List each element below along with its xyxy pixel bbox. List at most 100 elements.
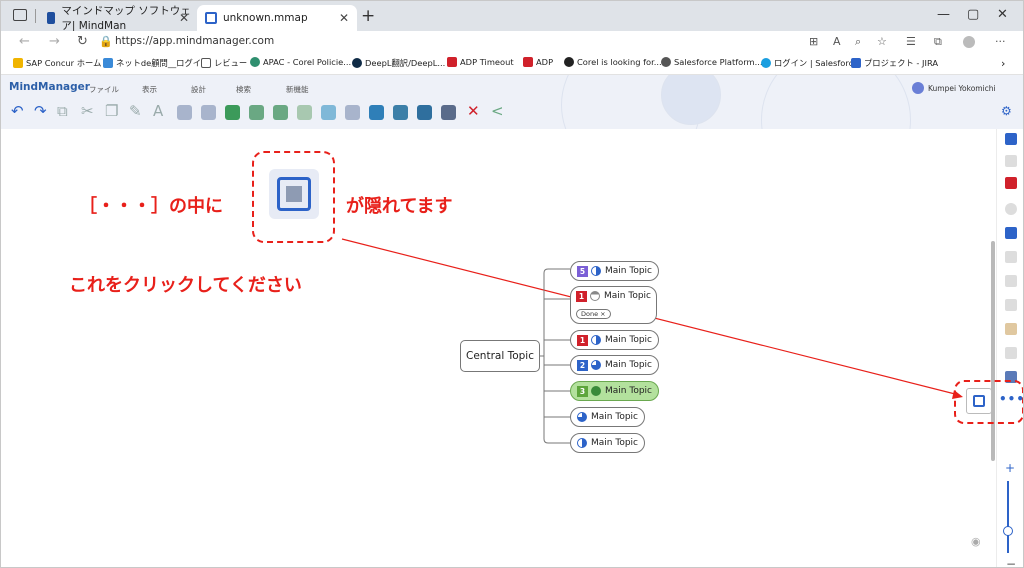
- undo-icon[interactable]: ↶: [11, 102, 24, 120]
- cut-icon[interactable]: ✂: [81, 102, 94, 120]
- attachment-icon[interactable]: [1005, 347, 1017, 359]
- tab-actions-icon[interactable]: [13, 9, 27, 21]
- tag-icon[interactable]: [1005, 227, 1017, 239]
- bookmark-netde[interactable]: ネットde顧問__ログイン: [103, 57, 209, 69]
- bookmark-adp-timeout[interactable]: ADP Timeout: [447, 57, 514, 67]
- settings-more-icon[interactable]: ···: [995, 35, 1006, 48]
- boundary-icon[interactable]: [297, 105, 312, 120]
- zoom-slider-handle[interactable]: [1003, 526, 1013, 536]
- read-aloud-icon[interactable]: A: [833, 35, 841, 48]
- more-options-button[interactable]: •••: [999, 392, 1024, 406]
- main-topic[interactable]: 1 Main Topic: [570, 330, 659, 350]
- delete-icon[interactable]: ✕: [467, 102, 480, 120]
- relationship-icon[interactable]: [273, 105, 288, 120]
- main-topic[interactable]: Main Topic: [570, 433, 645, 453]
- progress-icon[interactable]: [1005, 203, 1017, 215]
- bookmark-jira[interactable]: プロジェクト - JIRA: [851, 57, 938, 69]
- format-painter-icon[interactable]: ✎: [129, 102, 142, 120]
- lock-icon[interactable]: 🔒: [99, 35, 113, 48]
- reload-icon[interactable]: ↻: [77, 34, 88, 49]
- check-icon[interactable]: [1005, 155, 1017, 167]
- filter-icon[interactable]: [1005, 133, 1017, 145]
- link-icon[interactable]: [1005, 323, 1017, 335]
- user-menu[interactable]: Kumpei Yokomichi: [912, 82, 996, 94]
- annotation-text-1: ［・・・］の中に: [79, 196, 223, 217]
- subtopic-icon[interactable]: [201, 105, 216, 120]
- bookmarks-more-icon[interactable]: ›: [1001, 57, 1006, 70]
- notes-icon[interactable]: [345, 105, 360, 120]
- topic-icon[interactable]: [177, 105, 192, 120]
- menu-file[interactable]: ファイル: [89, 85, 119, 94]
- menu-whats-new[interactable]: 新機能: [286, 85, 309, 94]
- share-icon[interactable]: <: [491, 102, 504, 120]
- export-icon[interactable]: [441, 105, 456, 120]
- resource-icon[interactable]: [1005, 275, 1017, 287]
- tab-unknown-mmap[interactable]: unknown.mmap ✕: [197, 5, 357, 31]
- app-available-icon[interactable]: ⊞: [809, 35, 819, 48]
- image-icon[interactable]: [321, 105, 336, 120]
- forward-arrow-icon[interactable]: →: [49, 34, 60, 49]
- main-topic-selected[interactable]: 3 Main Topic: [570, 381, 659, 401]
- focus-mode-button[interactable]: [966, 388, 992, 414]
- bookmark-adp[interactable]: ADP: [523, 57, 553, 67]
- main-topic[interactable]: 2 Main Topic: [570, 355, 659, 375]
- priority-icon[interactable]: [1005, 177, 1017, 189]
- close-tab-icon[interactable]: ✕: [338, 11, 349, 25]
- done-tag[interactable]: Done ×: [576, 309, 611, 319]
- back-arrow-icon[interactable]: ←: [19, 34, 30, 49]
- favorite-star-icon[interactable]: ☆: [877, 35, 887, 48]
- close-tab-icon[interactable]: ✕: [178, 11, 189, 25]
- attachment-icon[interactable]: [393, 105, 408, 120]
- minimize-button[interactable]: —: [937, 7, 950, 22]
- bookmark-deepl[interactable]: DeepL翻訳/DeepL...: [352, 57, 445, 69]
- mindmanager-logo[interactable]: MindManager: [9, 81, 90, 93]
- restore-button[interactable]: ▢: [967, 7, 980, 22]
- main-topic[interactable]: Main Topic: [570, 407, 645, 427]
- bookmark-apac-corel[interactable]: APAC - Corel Policie...: [250, 57, 351, 67]
- zoom-out-icon[interactable]: −: [1006, 557, 1017, 568]
- annotation-text-2: が隠れてます: [346, 196, 453, 217]
- main-topic[interactable]: 1 Main Topic: [570, 286, 657, 306]
- zoom-icon[interactable]: ⌕: [855, 35, 862, 48]
- bookmarks-bar: SAP Concur ホーム ネットde顧問__ログイン レビュー APAC -…: [1, 53, 1023, 75]
- location-icon[interactable]: ◉: [971, 535, 981, 548]
- salesforce-platform-icon: [661, 57, 671, 67]
- bookmark-salesforce-login[interactable]: ログイン | Salesforce: [761, 57, 858, 69]
- gear-icon[interactable]: ⚙: [1001, 104, 1012, 118]
- copy-icon[interactable]: ❐: [105, 102, 119, 120]
- calendar-icon[interactable]: [1005, 251, 1017, 263]
- new-tab-button[interactable]: +: [361, 6, 376, 26]
- paste-icon[interactable]: ⧉: [57, 102, 68, 120]
- redo-icon[interactable]: ↷: [34, 102, 47, 120]
- vertical-scrollbar[interactable]: [991, 241, 995, 461]
- menu-view[interactable]: 表示: [142, 85, 157, 94]
- main-topic-with-tag[interactable]: [570, 286, 657, 324]
- bookmark-corel-looking[interactable]: Corel is looking for...: [564, 57, 662, 67]
- bookmark-salesforce-platform[interactable]: Salesforce Platform...: [661, 57, 763, 67]
- floating-topic-icon[interactable]: [249, 105, 264, 120]
- zoom-in-icon[interactable]: +: [1005, 461, 1016, 475]
- notes-icon[interactable]: [1005, 299, 1017, 311]
- font-icon[interactable]: A: [153, 102, 164, 120]
- close-window-button[interactable]: ✕: [997, 7, 1008, 22]
- menu-search[interactable]: 検索: [236, 85, 251, 94]
- bookmark-review[interactable]: レビュー: [201, 57, 247, 69]
- profile-avatar[interactable]: [963, 36, 975, 48]
- adp-icon: [447, 57, 457, 67]
- favorites-list-icon[interactable]: ☰: [906, 35, 916, 48]
- collections-icon[interactable]: ⧉: [934, 35, 942, 48]
- tab-mindmanager-site[interactable]: マインドマップ ソフトウェア| MindMan ✕: [39, 5, 197, 32]
- menu-design[interactable]: 設計: [191, 85, 206, 94]
- progress-three-quarter-icon: [591, 360, 601, 370]
- central-topic[interactable]: Central Topic: [460, 340, 540, 372]
- main-topic[interactable]: 5 Main Topic: [570, 261, 659, 281]
- bookmark-sap-concur[interactable]: SAP Concur ホーム: [13, 57, 101, 69]
- callout-icon[interactable]: [225, 105, 240, 120]
- tag-icon[interactable]: [417, 105, 432, 120]
- link-icon[interactable]: [369, 105, 384, 120]
- priority-badge: 1: [576, 290, 587, 302]
- tab-label: unknown.mmap: [223, 12, 308, 24]
- url-field[interactable]: https://app.mindmanager.com: [115, 35, 275, 47]
- avatar: [912, 82, 924, 94]
